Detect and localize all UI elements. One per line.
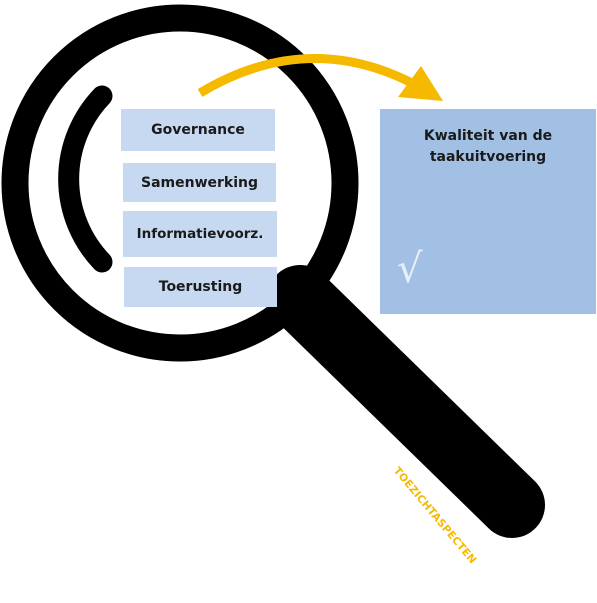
result-box: Kwaliteit van de taakuitvoering √ bbox=[380, 109, 596, 314]
aspect-box-governance: Governance bbox=[121, 109, 275, 151]
curved-arrow-icon bbox=[197, 54, 412, 97]
aspect-label: Informatievoorz. bbox=[136, 226, 264, 242]
checkmark-icon: √ bbox=[397, 246, 423, 292]
result-title: Kwaliteit van de taakuitvoering bbox=[423, 128, 553, 165]
lens-glare bbox=[58, 85, 113, 273]
aspect-box-toerusting: Toerusting bbox=[124, 267, 277, 307]
aspect-box-samenwerking: Samenwerking bbox=[123, 163, 276, 202]
aspect-label: Samenwerking bbox=[140, 174, 258, 191]
arrow-head-icon bbox=[398, 66, 443, 101]
magnifier-handle bbox=[267, 265, 545, 538]
aspect-label: Toerusting bbox=[158, 279, 243, 295]
lens-ring bbox=[1, 4, 359, 362]
aspect-box-informatievoorziening: Informatievoorz. bbox=[123, 211, 277, 257]
magnifying-glass-icon bbox=[1, 4, 545, 538]
aspect-label: Governance bbox=[151, 122, 245, 138]
